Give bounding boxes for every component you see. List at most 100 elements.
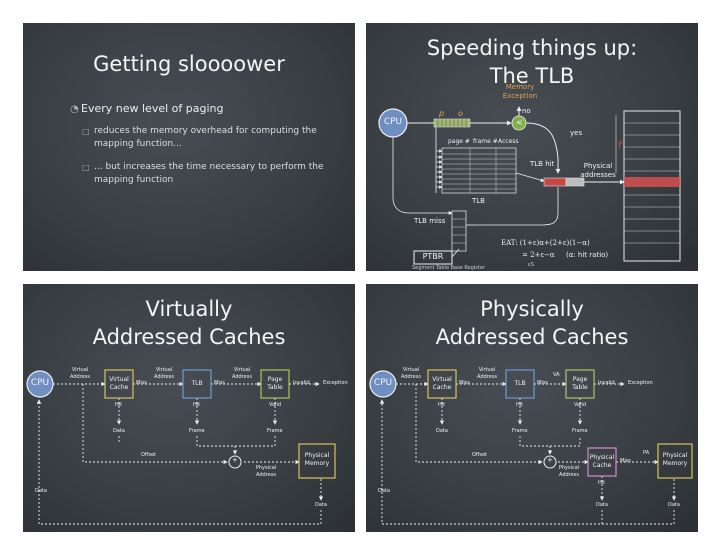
tlb-table xyxy=(441,147,517,194)
virtual-cache-label: Virtual Cache xyxy=(109,376,129,391)
cpu-label: CPU xyxy=(30,378,50,388)
virtual-address-label-1: Virtual Address xyxy=(401,367,421,380)
invalid-label: Invalid xyxy=(293,380,310,386)
ptbr-caption: Segment Table Base Register xyxy=(412,265,485,271)
col-page-label: page # xyxy=(448,138,470,145)
virtual-address-register xyxy=(433,118,471,128)
no-label: no xyxy=(522,107,531,115)
slide-title-line1: Virtually xyxy=(145,297,233,321)
sub-bullet-text-2: ... but increases the time necessary to … xyxy=(94,162,324,185)
physical-addresses-label: Physical addresses xyxy=(580,162,616,179)
exception-label: Exception xyxy=(323,380,348,386)
frame-label-1: Frame xyxy=(189,428,205,434)
tlb-miss-label: TLB miss xyxy=(414,217,446,225)
data-label-bottom-1: Data xyxy=(596,502,608,508)
memory-exception-label: Memory Exception xyxy=(502,83,538,100)
physical-memory-box xyxy=(657,443,693,479)
physical-address-label: Physical Address xyxy=(255,465,277,478)
data-label-1: Data xyxy=(113,428,125,434)
miss-label-3: Miss xyxy=(620,458,631,464)
virtual-address-label-2: Virtual Address xyxy=(154,367,174,380)
slide-title-line2: The TLB xyxy=(489,64,575,88)
col-access-label: Access xyxy=(498,138,519,145)
virtual-cache-diagram xyxy=(26,369,336,525)
sub-bullet-text-1: reduces the memory overhead for computin… xyxy=(94,126,317,149)
hit-label-2: Hit xyxy=(516,402,524,408)
exception-label: Exception xyxy=(628,380,653,386)
compare-lt-label: < xyxy=(516,118,523,127)
slide-getting-slower: Getting sloooower ◔ Every new level of p… xyxy=(23,23,355,271)
physical-memory-label: Physical Memory xyxy=(662,452,688,467)
slide-title-line2: Addressed Caches xyxy=(435,325,629,349)
virtual-address-label-2: Virtual Address xyxy=(477,367,497,380)
sub-bullet-icon: □ xyxy=(82,163,90,172)
adder-node xyxy=(228,455,242,469)
page-table-box xyxy=(260,369,290,399)
slide-title-line2: Addressed Caches xyxy=(92,325,286,349)
adder-node xyxy=(543,455,557,469)
page-table-column xyxy=(451,210,467,252)
sub-bullet-icon: □ xyxy=(82,127,90,136)
miss-label-1: Miss xyxy=(136,380,147,386)
hit-label-3: Hit xyxy=(598,480,606,486)
cpu-node xyxy=(26,370,54,398)
physical-cache-label: Physical Cache xyxy=(589,454,615,469)
data-label-1: Data xyxy=(436,428,448,434)
frame-label-2: Frame xyxy=(267,428,283,434)
miss-label-2: Miss xyxy=(537,380,548,386)
slide-title: Getting sloooower xyxy=(93,52,285,76)
plus-label: + xyxy=(232,456,238,464)
hit-label-1: Hit xyxy=(438,402,446,408)
slide-speeding-tlb: Speeding things up: The TLB xyxy=(366,23,698,271)
page-table-label: Page Table xyxy=(267,376,283,391)
valid-label: Valid xyxy=(574,402,587,408)
bullet-text: Every new level of paging xyxy=(81,102,224,115)
virtual-address-label-3: Virtual Address xyxy=(232,367,252,380)
eat-sub: εS xyxy=(528,262,534,268)
physical-memory-label: Physical Memory xyxy=(304,452,330,467)
offset-label: Offset xyxy=(141,452,157,458)
offset-label: Offset xyxy=(472,452,488,458)
page-table-box xyxy=(565,369,595,399)
o-label: o xyxy=(458,109,463,118)
tlb-diagram xyxy=(378,106,681,265)
page-table-label: Page Table xyxy=(572,376,588,391)
col-frame-label: frame # xyxy=(473,138,498,145)
valid-label: Valid xyxy=(269,402,282,408)
virtual-cache-box xyxy=(427,369,457,399)
highlighted-frame xyxy=(624,177,680,187)
ptbr-box xyxy=(413,250,453,265)
data-label-bottom-2: Data xyxy=(668,502,680,508)
slide-title-line1: Physically xyxy=(480,297,584,321)
eat-line1: EAT: (1+ε)α+(2+ε)(1−α) xyxy=(501,239,590,247)
tlb-label: TLB xyxy=(472,197,485,205)
tlb-box xyxy=(505,369,535,399)
physical-address-register xyxy=(543,177,567,187)
eat-line2: = 2+ε−α xyxy=(522,251,555,259)
pa-label: PA xyxy=(643,450,650,456)
yes-label: yes xyxy=(570,129,583,137)
miss-label-2: Miss xyxy=(214,380,225,386)
data-label-bottom: Data xyxy=(315,502,327,508)
physical-address-label: Physical Address xyxy=(558,465,580,478)
frame-label-1: Frame xyxy=(512,428,528,434)
slide-title-line1: Speeding things up: xyxy=(426,36,638,60)
hit-label-1: Hit xyxy=(115,402,123,408)
miss-label-1: Miss xyxy=(459,380,470,386)
va-label: VA xyxy=(553,372,560,378)
f-label: f xyxy=(618,141,622,151)
hit-label-2: Hit xyxy=(193,402,201,408)
slide-virtually-addressed-caches: Virtually Addressed Caches xyxy=(23,284,355,532)
cpu-node xyxy=(369,370,397,398)
virtual-cache-label: Virtual Cache xyxy=(432,376,452,391)
data-label-left: Data xyxy=(378,488,390,494)
tlb-label: TLB xyxy=(514,380,526,387)
virtual-cache-box xyxy=(104,369,134,399)
physical-memory-box xyxy=(298,443,336,479)
tlb-label: TLB xyxy=(191,380,203,387)
p-label: p xyxy=(439,109,445,118)
tlb-hit-label: TLB hit xyxy=(530,160,555,168)
physical-cache-box xyxy=(587,447,617,477)
invalid-label: Invalid xyxy=(598,380,615,386)
tlb-box xyxy=(182,369,212,399)
